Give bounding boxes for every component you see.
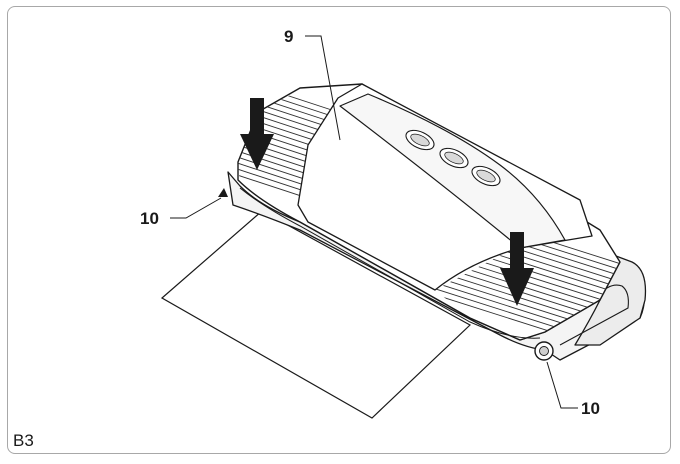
control-buttons — [405, 129, 501, 187]
control-strip — [339, 93, 566, 249]
leader-lines — [170, 35, 578, 409]
sealer-end-cap — [574, 249, 647, 346]
button-1 — [405, 129, 435, 151]
figure-label: B3 — [13, 431, 34, 450]
bag-film — [160, 210, 472, 419]
press-arrow-right — [500, 232, 534, 306]
leader-10-left — [170, 197, 222, 219]
button-3 — [471, 165, 501, 187]
leader-9 — [305, 35, 341, 141]
leader-10-right — [546, 361, 578, 409]
front-seam — [239, 187, 541, 339]
release-button-right — [534, 341, 554, 361]
press-arrow-left — [240, 98, 274, 170]
callout-10-left: 10 — [140, 209, 159, 228]
figure-frame — [7, 6, 671, 454]
callout-10-right: 10 — [581, 399, 600, 418]
button-2 — [439, 147, 469, 169]
release-pointer-left — [218, 188, 228, 197]
callout-9: 9 — [284, 27, 293, 46]
